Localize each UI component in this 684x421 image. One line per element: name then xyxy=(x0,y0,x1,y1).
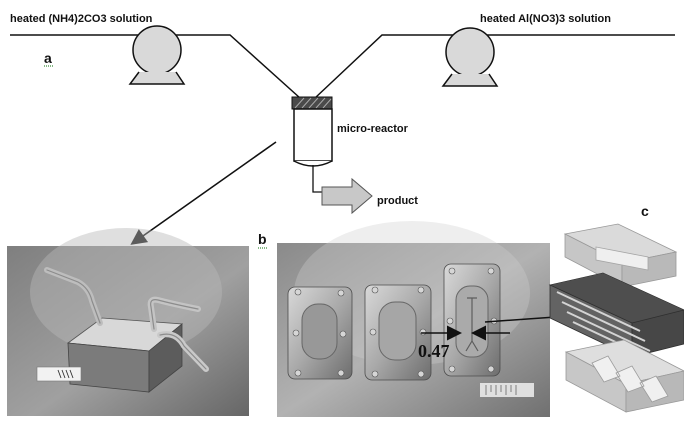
bolt xyxy=(371,286,379,294)
bolt xyxy=(339,330,347,338)
bolt xyxy=(337,289,345,297)
middle-stack-layers xyxy=(556,291,657,362)
bolt xyxy=(419,328,427,336)
left-solution-label: heated (NH4)2CO3 solution xyxy=(10,13,153,25)
bolt xyxy=(292,329,300,337)
middle-stack-top xyxy=(550,273,684,323)
ruler-card-marks xyxy=(57,369,74,379)
plate-bolts xyxy=(292,267,498,378)
microreactor-photo xyxy=(7,228,249,416)
bolt xyxy=(417,286,425,294)
reactor-cap-hatching xyxy=(294,97,332,109)
scale-strip xyxy=(480,383,534,397)
panel-c-label: c xyxy=(641,203,649,219)
reactor-label: micro-reactor xyxy=(337,123,409,135)
reactor-to-photo-arrow xyxy=(130,141,277,245)
right-pump-base xyxy=(441,73,499,87)
left-pump xyxy=(128,25,186,85)
pump-icon xyxy=(445,27,495,77)
middle-tube-edge xyxy=(150,299,199,330)
bolt xyxy=(294,369,302,377)
scale-strip-marks xyxy=(485,385,517,395)
product-line xyxy=(312,165,322,193)
right-tube-edge xyxy=(159,333,207,370)
top-block-notch xyxy=(595,246,649,271)
bolt xyxy=(448,267,456,275)
bolt xyxy=(371,370,379,378)
pump-icon xyxy=(132,25,182,75)
bolt xyxy=(487,365,495,373)
ruler-card xyxy=(36,366,82,382)
product-label: product xyxy=(377,195,418,207)
right-feed-line xyxy=(314,34,675,99)
left-tube-edge xyxy=(46,269,101,324)
right-solution-label: heated Al(NO3)3 solution xyxy=(480,13,611,25)
bolt xyxy=(448,365,456,373)
bolt xyxy=(369,328,377,336)
arrow-right-icon xyxy=(321,177,373,215)
plates-photo: 0.47 xyxy=(277,221,550,417)
measurement-label: 0.47 xyxy=(418,341,450,361)
bolt xyxy=(446,317,454,325)
plate-left-window xyxy=(301,303,338,360)
reactor-body xyxy=(293,108,333,162)
plate-middle-window xyxy=(378,301,417,361)
bolt xyxy=(487,267,495,275)
bottom-block-fins xyxy=(591,355,669,403)
bolt xyxy=(417,370,425,378)
bolt xyxy=(337,369,345,377)
micro-reactor-icon xyxy=(291,96,333,167)
exploded-view xyxy=(548,223,684,413)
plate-right-channel xyxy=(465,297,479,352)
reactor-cap xyxy=(291,96,333,110)
bolt xyxy=(294,288,302,296)
right-pump xyxy=(441,27,499,87)
left-feed-line xyxy=(10,34,301,99)
left-pump-base xyxy=(128,71,186,85)
panel-a-label: a xyxy=(44,50,52,66)
panel-b-label: b xyxy=(258,231,267,247)
